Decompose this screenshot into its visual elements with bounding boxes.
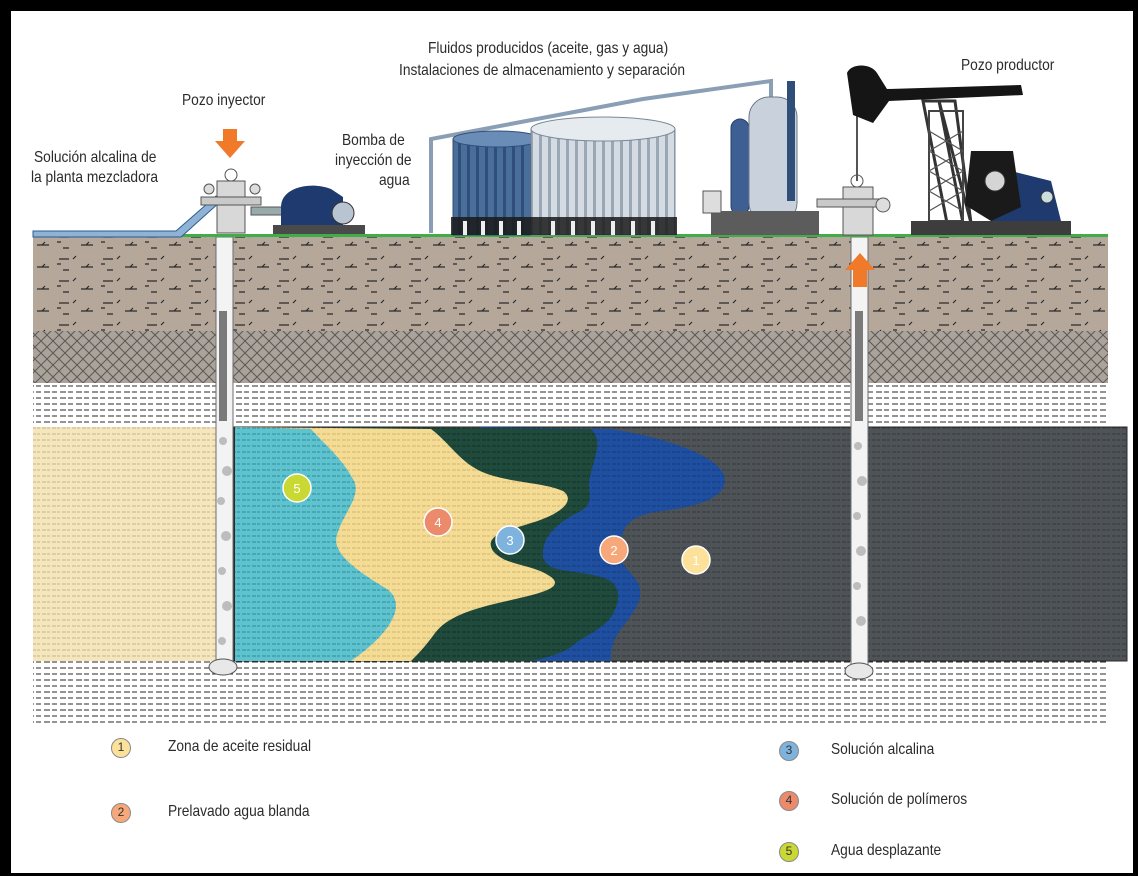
zone-marker-1: 1 [681, 545, 711, 575]
production-wellhead [816, 107, 891, 236]
pump-label-line2: inyección de [335, 152, 412, 169]
pump-label-line1: Bomba de [342, 132, 405, 149]
zone-marker-number-5: 5 [293, 481, 300, 496]
pumpjack [847, 65, 1071, 235]
zone-marker-2: 2 [599, 535, 629, 565]
eor-diagram: 1 2 3 4 5 [32, 65, 1128, 723]
legend-label-1: Zona de aceite residual [168, 738, 312, 755]
fluids-label-line2: Instalaciones de almacenamiento y separa… [399, 62, 686, 79]
injection-wellhead [200, 168, 262, 234]
cap-rock-layer [33, 331, 1108, 383]
zone-marker-number-3: 3 [506, 533, 513, 548]
diagram-frame: 1 2 3 4 5 Pozo inyector Solución alcalina de… [11, 11, 1133, 873]
legend-label-4: Solución de polímeros [831, 791, 968, 808]
production-arrow [845, 253, 875, 287]
shale-layer-lower [33, 661, 1108, 723]
legend-marker-3: 3 [779, 741, 799, 761]
legend-marker-5: 5 [779, 842, 799, 862]
zone-marker-number-4: 4 [434, 515, 441, 530]
fluids-label-line1: Fluidos producidos (aceite, gas y agua) [428, 40, 669, 57]
alkaline-plant-label-line2: la planta mezcladora [31, 169, 158, 186]
alkaline-plant-label-line1: Solución alcalina de [34, 149, 157, 166]
injection-well-label: Pozo inyector [182, 92, 266, 109]
shale-layer-upper [33, 383, 1108, 427]
legend-marker-1: 1 [111, 738, 131, 758]
storage-tanks [451, 116, 677, 236]
injection-well [208, 236, 238, 676]
mixing-plant-pipe [32, 195, 222, 238]
zone-marker-number-2: 2 [610, 543, 617, 558]
reservoir-sand-left [33, 427, 233, 661]
legend-marker-4: 4 [779, 791, 799, 811]
displacing-water-zone [233, 427, 396, 661]
zone-marker-3: 3 [495, 525, 525, 555]
zone-marker-5: 5 [282, 473, 312, 503]
subsurface-layers [33, 236, 1128, 723]
production-well [844, 236, 874, 680]
zone-marker-number-1: 1 [692, 553, 699, 568]
injection-arrow [215, 129, 245, 158]
pump-label-line3: agua [379, 172, 410, 189]
legend-label-5: Agua desplazante [831, 842, 942, 859]
production-well-label: Pozo productor [961, 57, 1055, 74]
legend-label-3: Solución alcalina [831, 741, 935, 758]
zone-marker-4: 4 [423, 507, 453, 537]
legend-marker-2: 2 [111, 803, 131, 823]
zone-markers: 1 2 3 4 5 [282, 473, 711, 575]
water-injection-pump [250, 185, 365, 234]
separator-vessels [702, 81, 819, 235]
soil-layer [33, 236, 1108, 331]
legend-label-2: Prelavado agua blanda [168, 803, 310, 820]
